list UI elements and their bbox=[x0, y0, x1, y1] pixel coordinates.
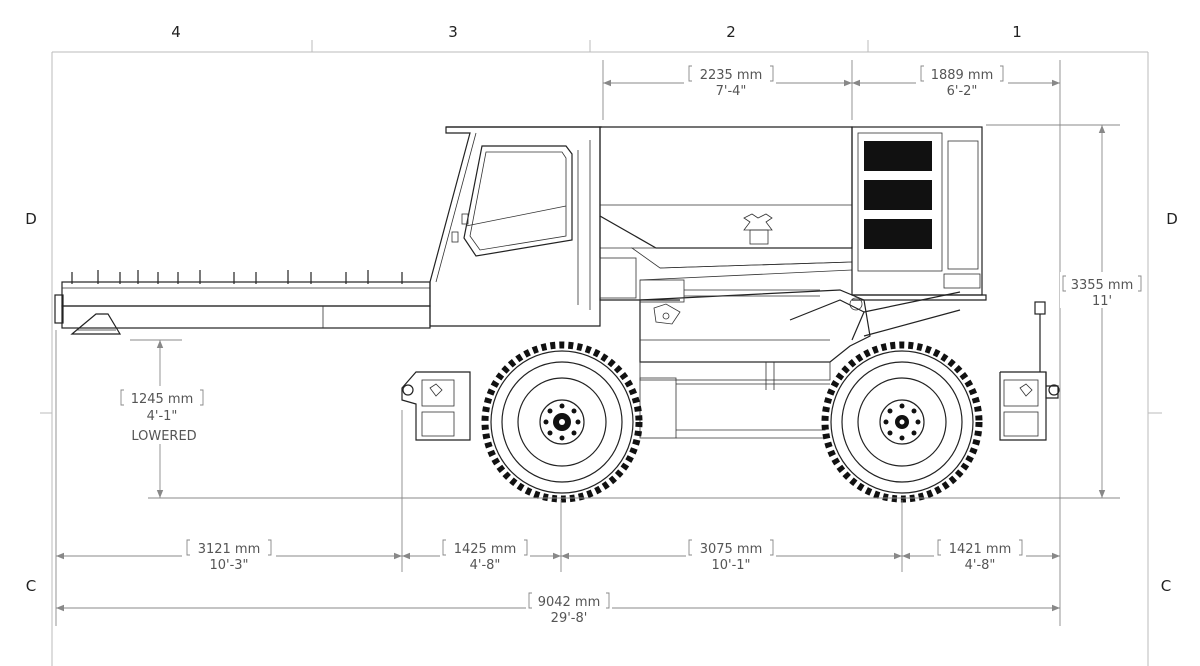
dim-cab-width-metric: 2235 mm bbox=[700, 68, 763, 83]
chassis-frame bbox=[639, 279, 961, 439]
zone-label-3: 3 bbox=[448, 23, 458, 41]
dim-overall-length-metric: 9042 mm bbox=[538, 595, 601, 610]
hopper-body bbox=[599, 126, 853, 301]
rear-compartment bbox=[851, 126, 987, 301]
dim-rear-box-metric: 1889 mm bbox=[931, 68, 994, 83]
dim-overall-length-imperial: 29'-8' bbox=[551, 611, 588, 626]
dim-front-overhang-metric: 3121 mm bbox=[198, 542, 261, 557]
rear-wheel bbox=[821, 341, 983, 503]
front-deck bbox=[54, 270, 431, 335]
front-bumper bbox=[401, 371, 471, 441]
dim-cab-width-imperial: 7'-4" bbox=[716, 84, 747, 99]
drawing-frame bbox=[40, 40, 1162, 666]
dim-rear-overhang-imperial: 4'-8" bbox=[965, 558, 996, 573]
dim-wheelbase-imperial: 10'-1" bbox=[711, 558, 750, 573]
dimension-labels: 2235 mm 7'-4" 1889 mm 6'-2" 3355 mm 11' … bbox=[131, 68, 1134, 626]
dimension-label-backgrounds bbox=[116, 62, 1146, 626]
dim-deck-height-note: LOWERED bbox=[131, 429, 196, 444]
dim-height-metric: 3355 mm bbox=[1071, 278, 1134, 293]
dim-front-overhang-imperial: 10'-3" bbox=[209, 558, 248, 573]
dim-front-axle-metric: 1425 mm bbox=[454, 542, 517, 557]
zone-label-2: 2 bbox=[726, 23, 736, 41]
zone-label-4: 4 bbox=[171, 23, 181, 41]
dim-front-axle-imperial: 4'-8" bbox=[470, 558, 501, 573]
dim-height-imperial: 11' bbox=[1092, 294, 1112, 309]
dim-rear-box-imperial: 6'-2" bbox=[947, 84, 978, 99]
dim-rear-overhang-metric: 1421 mm bbox=[949, 542, 1012, 557]
dim-wheelbase-metric: 3075 mm bbox=[700, 542, 763, 557]
dim-deck-height-imperial: 4'-1" bbox=[147, 409, 178, 424]
zone-label-left-d: D bbox=[25, 210, 37, 228]
zone-label-right-c: C bbox=[1161, 577, 1171, 595]
zone-label-left-c: C bbox=[26, 577, 36, 595]
vehicle-side-view bbox=[54, 126, 1060, 503]
zone-label-right-d: D bbox=[1166, 210, 1178, 228]
rear-bumper bbox=[999, 301, 1060, 441]
dim-deck-height-metric: 1245 mm bbox=[131, 392, 194, 407]
dimension-brackets bbox=[120, 65, 1142, 609]
zone-label-1: 1 bbox=[1012, 23, 1022, 41]
front-wheel bbox=[481, 341, 643, 503]
operator-cab bbox=[429, 126, 602, 327]
